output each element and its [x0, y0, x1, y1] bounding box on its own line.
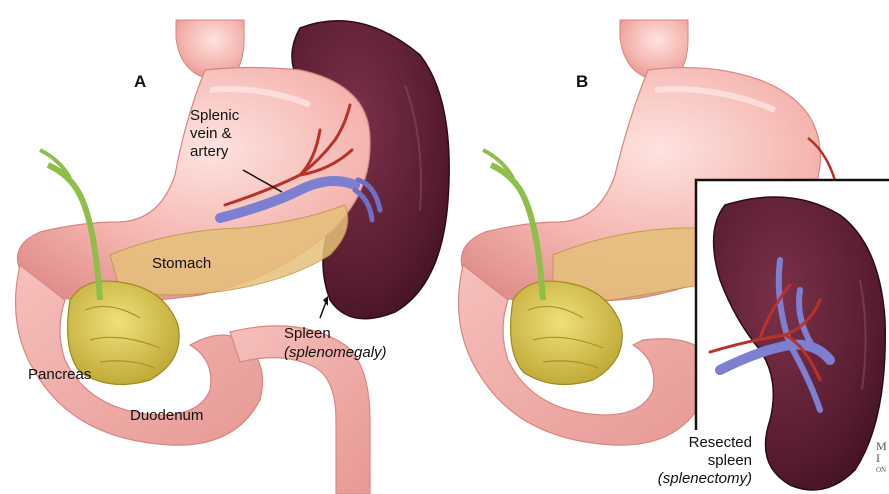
splenic-vessels-label: Splenic vein & artery: [190, 107, 239, 161]
panel-a-drawing: [16, 20, 450, 494]
panel-b-label: B: [576, 72, 588, 92]
spleen-label: Spleen: [284, 325, 331, 343]
splenic-label-line-3: artery: [190, 143, 239, 161]
splenic-label-line-2: vein &: [190, 125, 239, 143]
pancreas-label: Pancreas: [28, 366, 91, 384]
duodenum-label: Duodenum: [130, 407, 203, 425]
splenomegaly-label: (splenomegaly): [284, 344, 387, 362]
resected-label-line-1: Resected: [620, 434, 752, 452]
stomach-label: Stomach: [152, 255, 211, 273]
resected-label-line-2: spleen: [620, 452, 752, 470]
panel-b-drawing: [459, 20, 889, 494]
publisher-logo: M I ON: [876, 440, 887, 476]
logo-line-3: ON: [876, 464, 887, 476]
logo-line-2: I: [876, 452, 887, 464]
panel-a-label: A: [134, 72, 146, 92]
resected-spleen-label: Resected spleen (splenectomy): [620, 434, 752, 488]
splenic-label-line-1: Splenic: [190, 107, 239, 125]
splenectomy-label: (splenectomy): [620, 470, 752, 488]
